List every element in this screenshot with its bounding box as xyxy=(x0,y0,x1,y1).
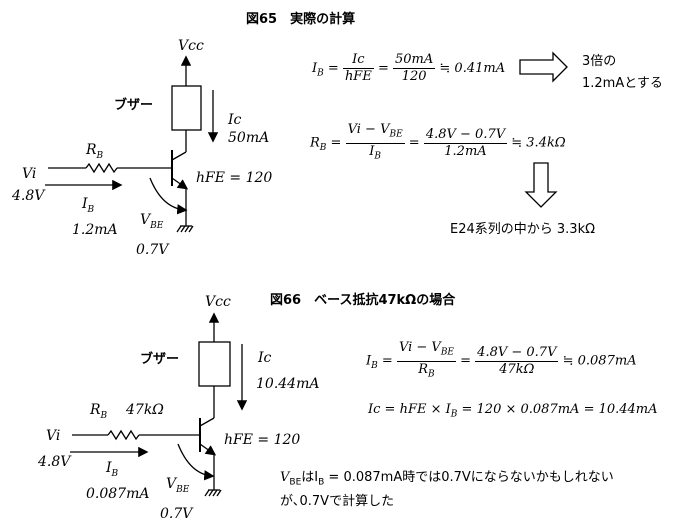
fig66-buzzer-label: ブザー xyxy=(140,352,180,367)
fig66-vcc-label: Vcc xyxy=(205,294,231,310)
fig65-down-block-arrow xyxy=(524,162,558,208)
fig65-circuit xyxy=(45,55,219,233)
fig65-note2: E24系列の中から 3.3kΩ xyxy=(450,222,596,237)
fig65-ground-icon xyxy=(176,225,194,233)
fig65-ib-value: 1.2mA xyxy=(72,222,118,238)
fig65-vbe-arrow xyxy=(149,177,188,215)
fig65-vi-label: Vi xyxy=(22,166,37,182)
fig66-ib-value: 0.087mA xyxy=(86,486,150,502)
fig65-vi-value: 4.8V xyxy=(12,188,45,204)
fig65-vbe-label: VBE xyxy=(140,212,164,231)
fig65-resistor-rb xyxy=(85,162,118,174)
fig65-buzzer-label: ブザー xyxy=(114,98,154,113)
fig65-ib-label: IB xyxy=(82,196,95,215)
fig65-right-block-arrow xyxy=(519,51,568,83)
fig66-eq-ic: Ic = hFE × IB = 120 × 0.087mA = 10.44mA xyxy=(368,402,658,420)
fig66-hfe: hFE = 120 xyxy=(224,432,301,448)
fig65-vbe-value: 0.7V xyxy=(136,242,169,258)
fig66-vbe-label: VBE xyxy=(166,476,190,495)
fig66-vi-label: Vi xyxy=(46,428,61,444)
fig65-hfe: hFE = 120 xyxy=(196,170,273,186)
fig65-title: 図65 実際の計算 xyxy=(246,12,356,27)
fig66-ib-label: IB xyxy=(106,460,119,479)
fig66-rb-value: 47kΩ xyxy=(126,402,164,418)
fig65-rb-label: RB xyxy=(86,142,104,161)
fig66-buzzer-box xyxy=(198,341,231,387)
fig66-circuit xyxy=(70,312,248,497)
fig65-ic-value: 50mA xyxy=(228,130,270,146)
fig65-vcc-label: Vcc xyxy=(178,38,204,54)
fig66-rb-label: RB xyxy=(90,402,108,421)
fig66-ic-value: 10.44mA xyxy=(256,376,320,392)
fig65-buzzer-box xyxy=(171,85,202,131)
fig66-ground-icon xyxy=(204,489,222,497)
fig66-vbe-value: 0.7V xyxy=(160,506,193,522)
fig66-note-line1: VBEはIB = 0.087mA時では0.7Vにならないかもしれない xyxy=(280,470,614,488)
fig66-vi-value: 4.8V xyxy=(38,454,71,470)
fig66-resistor-rb xyxy=(107,429,140,441)
fig66-vbe-arrow xyxy=(177,443,215,481)
fig65-note1-line2: 1.2mAとする xyxy=(582,76,663,91)
fig66-title: 図66 ベース抵抗47kΩの場合 xyxy=(270,293,456,308)
fig65-ic-label: Ic xyxy=(228,112,242,128)
fig66-ic-label: Ic xyxy=(258,350,272,366)
fig65-note1-line1: 3倍の xyxy=(582,54,617,69)
fig66-note-line2: が､0.7Vで計算した xyxy=(280,494,395,509)
